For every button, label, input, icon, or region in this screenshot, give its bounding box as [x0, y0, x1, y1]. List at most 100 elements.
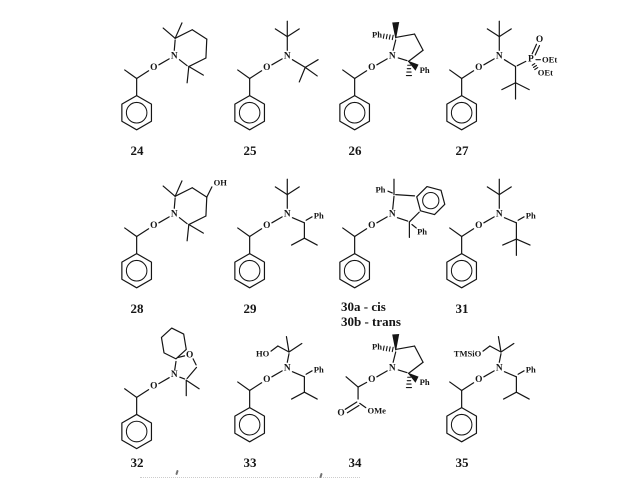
atom-label-o-carbonyl: O — [337, 409, 344, 419]
ester-chain-bonds — [344, 370, 388, 414]
neopentyl-bonds — [502, 217, 531, 256]
structure-29-drawing: O N Ph — [234, 178, 324, 289]
structure-26: O N Ph Ph 26 — [329, 10, 453, 170]
atom-label-n: N — [496, 51, 503, 61]
piperidine-bonds — [162, 22, 208, 84]
isopropyl-bonds — [290, 376, 318, 400]
atom-label-o: O — [475, 375, 482, 385]
structure-32: O N O 32 — [111, 322, 235, 480]
caption-24: 24 — [130, 143, 144, 158]
structure-25-drawing: O N — [234, 20, 319, 131]
pyrrolidine-bonds — [382, 333, 424, 389]
structure-34: O N O OMe Ph Ph 34 — [329, 322, 453, 480]
atom-label-o-double: O — [536, 35, 543, 45]
pyrrolidine-bonds — [382, 21, 424, 77]
atom-label-ph-bottom: Ph — [417, 226, 427, 236]
phosphonate-and-tbu-bonds — [501, 43, 541, 100]
structure-26-drawing: O N Ph Ph — [339, 21, 430, 131]
atom-label-n: N — [284, 51, 291, 61]
caption-35: 35 — [455, 455, 469, 470]
atom-label-ph-top: Ph — [372, 341, 382, 351]
phenyl-link-bond — [305, 370, 313, 375]
tert-butyl-up-bonds — [274, 20, 300, 51]
atom-label-ph-top: Ph — [372, 29, 382, 39]
phenylethoxy-bonds — [121, 58, 170, 131]
isoindoline-bonds — [387, 178, 446, 238]
atom-label-o: O — [475, 221, 482, 231]
isopropyl-bonds — [290, 222, 318, 246]
structure-32-drawing: O N O — [121, 327, 200, 450]
caption-26: 26 — [348, 143, 362, 158]
silyloxymethyl-bonds — [482, 336, 517, 378]
structure-35: TMSiO O N Ph 35 — [436, 322, 560, 480]
isopropyl-bonds — [502, 376, 530, 400]
atom-label-n: N — [284, 209, 291, 219]
structure-28-drawing: O N OH — [121, 178, 228, 289]
tert-butyl-right-bonds — [291, 59, 319, 83]
atom-label-o: O — [150, 221, 157, 231]
caption-30a: 30a - cis — [341, 299, 386, 314]
atom-label-ph-bottom: Ph — [420, 65, 430, 75]
atom-label-o: O — [368, 63, 375, 73]
structure-24: O N 24 — [111, 10, 235, 170]
tert-butyl-up-bonds — [274, 178, 300, 209]
caption-30: 30a - cis 30b - trans — [341, 299, 401, 329]
structure-31-drawing: O N Ph — [446, 178, 536, 289]
atom-label-o: O — [263, 375, 270, 385]
phenylethoxy-bonds — [339, 216, 388, 289]
oxazolidine-and-cyclohexane-bonds — [160, 327, 200, 397]
caption-25: 25 — [243, 143, 257, 158]
phenylethoxy-bonds — [446, 216, 495, 289]
atom-label-o: O — [475, 63, 482, 73]
atom-label-n: N — [389, 51, 396, 61]
phenyl-link-bond — [517, 216, 525, 221]
caption-32: 32 — [130, 455, 144, 470]
structure-30-drawing: O N Ph Ph — [339, 178, 446, 289]
phenyl-link-bond — [305, 216, 313, 221]
atom-label-oet-down: OEt — [538, 68, 553, 78]
atom-label-n: N — [496, 363, 503, 373]
atom-label-n: N — [389, 209, 396, 219]
phenylethoxy-bonds — [121, 216, 170, 289]
structure-29: O N Ph 29 — [224, 168, 348, 328]
phenylethoxy-bonds — [234, 58, 283, 131]
atom-label-ph-top: Ph — [375, 184, 385, 194]
structure-30: O N Ph Ph 30a - cis 30b - trans — [329, 168, 453, 329]
phenylethoxy-bonds — [234, 370, 283, 443]
atom-label-n: N — [389, 363, 396, 373]
tert-butyl-up-bonds — [486, 178, 512, 209]
tert-butyl-up-bonds — [486, 20, 512, 51]
structure-33-drawing: HO O N Ph — [234, 336, 324, 443]
hydroxyl-bond — [206, 186, 213, 198]
spiro-oxazolidine-group: O N O — [121, 327, 200, 450]
structure-28: O N OH 28 — [111, 168, 235, 328]
caption-30b: 30b - trans — [341, 314, 401, 329]
atom-label-o: O — [150, 382, 157, 392]
hydroxymethyl-bonds — [270, 336, 305, 378]
atom-label-oh: OH — [214, 178, 228, 188]
structure-34-drawing: O N O OMe Ph Ph — [337, 333, 430, 419]
phenylethoxy-bonds — [121, 377, 170, 450]
atom-label-ph: Ph — [526, 211, 536, 221]
caption-34: 34 — [348, 455, 362, 470]
atom-label-ph-bottom: Ph — [420, 377, 430, 387]
atom-label-ph: Ph — [314, 211, 324, 221]
atom-label-oet-right: OEt — [542, 55, 557, 65]
atom-label-n: N — [171, 51, 178, 61]
structure-24-drawing: O N — [121, 22, 208, 131]
structure-31: O N Ph 31 — [436, 168, 560, 328]
structure-33: HO O N Ph 33 — [224, 322, 348, 480]
atom-label-o: O — [368, 375, 375, 385]
phenylethoxy-bonds — [339, 58, 388, 131]
caption-27: 27 — [455, 143, 469, 158]
piperidine-bonds — [162, 180, 208, 242]
structure-27-drawing: O N P O OEt OEt — [446, 20, 557, 131]
phenylethoxy-bonds — [446, 370, 495, 443]
caption-33: 33 — [243, 455, 257, 470]
structure-35-drawing: TMSiO O N Ph — [446, 336, 536, 443]
atom-label-tmsio: TMSiO — [454, 348, 482, 358]
caption-29: 29 — [243, 301, 257, 316]
atom-label-o: O — [263, 63, 270, 73]
n-ch-bond — [291, 217, 305, 224]
